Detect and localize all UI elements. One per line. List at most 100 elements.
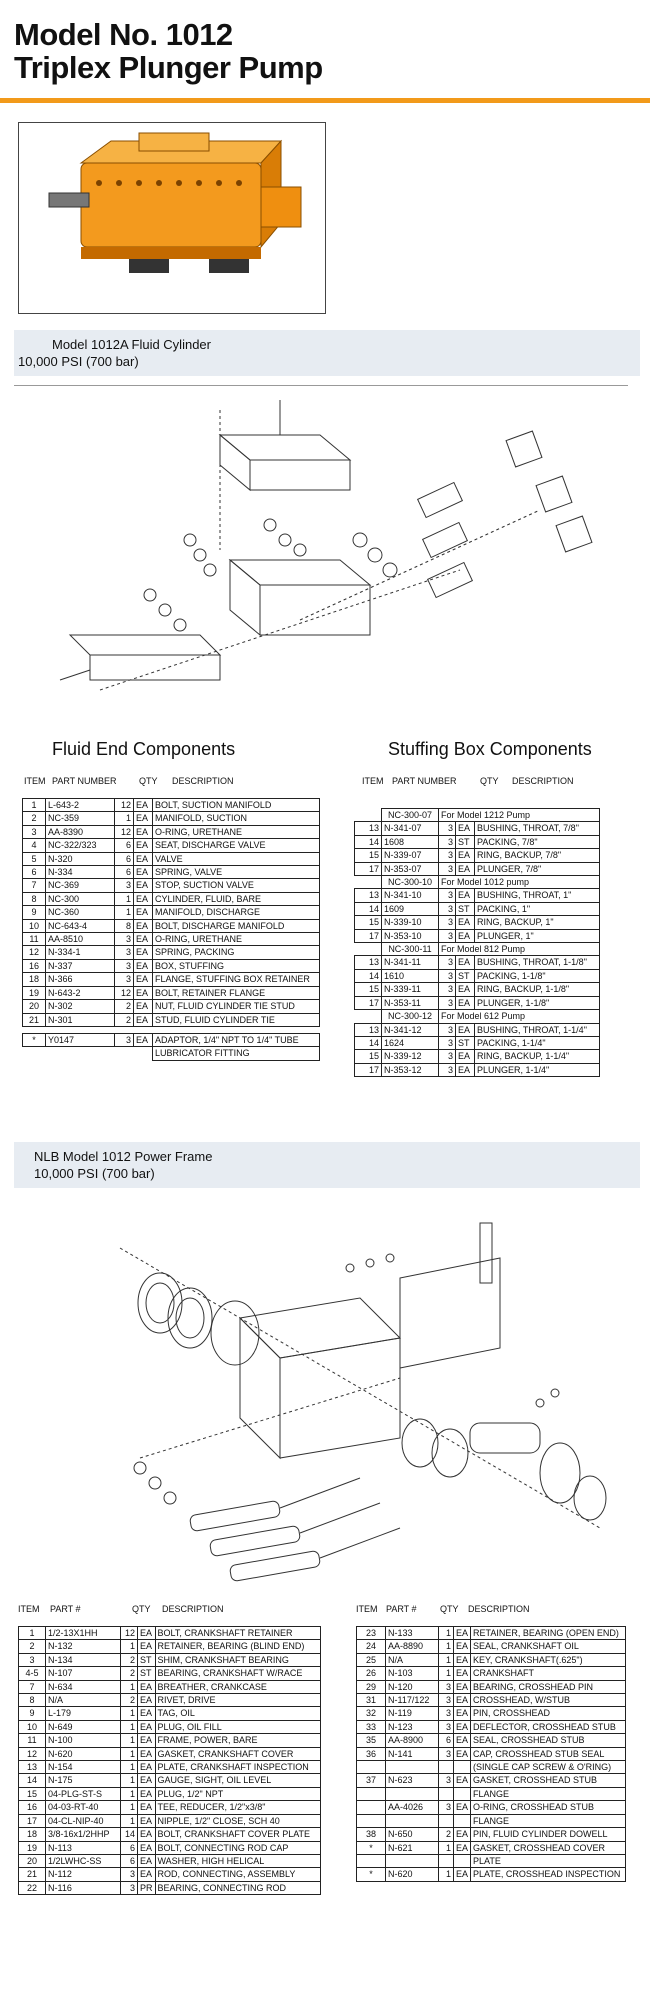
table-cell: N-341-10 <box>381 888 439 903</box>
header-part: PART # <box>386 1604 417 1614</box>
table-cell: L-179 <box>45 1706 121 1721</box>
table-cell: 21 <box>18 1867 46 1882</box>
table-cell: SPRING, PACKING <box>152 945 320 960</box>
table-cell: EA <box>455 821 475 836</box>
table-cell: 3 <box>438 848 456 863</box>
table-cell: PR <box>137 1880 156 1896</box>
table-cell: 35 <box>356 1733 386 1748</box>
table-cell: 13 <box>354 821 382 836</box>
table-cell: 13 <box>354 955 382 970</box>
table-cell: N-634 <box>45 1679 121 1695</box>
table-cell: DEFLECTOR, CROSSHEAD STUB <box>470 1719 627 1735</box>
table-cell: N-141 <box>385 1746 439 1762</box>
table-cell: EA <box>455 861 475 877</box>
table-cell: GASKET, CROSSHEAD COVER <box>470 1840 627 1855</box>
table-cell: EA <box>455 915 475 930</box>
table-cell: PLATE <box>470 1853 627 1869</box>
table-cell: 3 <box>438 1693 454 1708</box>
table-cell: EA <box>137 1719 156 1735</box>
table-cell: N-353-11 <box>381 995 439 1011</box>
table-cell: 4-5 <box>18 1666 46 1681</box>
header-desc: DESCRIPTION <box>512 776 574 786</box>
table-cell: 8 <box>22 891 46 907</box>
table-cell: (SINGLE CAP SCREW & O'RING) <box>470 1760 627 1775</box>
table-cell: PIN, CROSSHEAD <box>470 1706 627 1721</box>
table-cell: EA <box>133 918 153 934</box>
table-cell: 19 <box>18 1840 46 1855</box>
table-cell: 3 <box>114 958 134 974</box>
table-cell: N-649 <box>45 1719 121 1735</box>
fluid-cylinder-model: Model 1012A Fluid Cylinder <box>52 337 211 352</box>
table-cell: N-112 <box>45 1867 121 1882</box>
table-cell: STOP, SUCTION VALVE <box>152 878 320 893</box>
table-cell: EA <box>452 1719 472 1735</box>
table-cell: N-132 <box>45 1639 121 1654</box>
table-cell: 13 <box>354 1022 382 1037</box>
table-cell: N-103 <box>385 1666 439 1681</box>
header-qty: QTY <box>139 776 158 786</box>
table-cell: 2 <box>18 1639 46 1654</box>
table-cell: ST <box>137 1652 156 1668</box>
table-cell: Y0147 <box>45 1032 115 1048</box>
table-cell: EA <box>452 1827 472 1842</box>
table-cell: 1 <box>438 1625 454 1641</box>
table-cell: NC-300-12 <box>381 1009 439 1024</box>
header-part: PART # <box>50 1604 81 1614</box>
table-cell: EA <box>452 1733 472 1748</box>
table-cell: MANIFOLD, DISCHARGE <box>152 905 320 920</box>
table-cell: 18 <box>18 1827 46 1842</box>
table-cell: N-621 <box>385 1840 439 1855</box>
table-cell: EA <box>455 1049 475 1064</box>
table-cell: 10 <box>18 1719 46 1735</box>
table-cell: BEARING, CONNECTING ROD <box>154 1880 321 1896</box>
table-cell: N-341-12 <box>381 1022 439 1037</box>
header-part: PART NUMBER <box>52 776 117 786</box>
header-part: PART NUMBER <box>392 776 457 786</box>
table-cell: N-119 <box>385 1706 439 1721</box>
table-cell: ST <box>455 834 475 850</box>
table-cell: N-113 <box>45 1840 121 1855</box>
table-cell: 1 <box>120 1719 138 1735</box>
table-cell: 04-PLG-ST-S <box>45 1786 121 1802</box>
pump-photo <box>18 122 326 314</box>
table-cell: NC-360 <box>45 905 115 920</box>
table-cell: 1/2-13X1HH <box>45 1625 121 1641</box>
table-cell: 3 <box>438 1773 454 1788</box>
table-cell: STUD, FLUID CYLINDER TIE <box>152 1012 320 1027</box>
table-cell: N-650 <box>385 1827 439 1842</box>
table-cell: 8 <box>18 1693 46 1708</box>
table-cell: For Model 1212 Pump <box>438 807 600 823</box>
table-cell: 3 <box>438 1679 454 1695</box>
table-cell: EA <box>455 888 475 903</box>
table-cell: N-339-10 <box>381 915 439 930</box>
table-cell: RETAINER, BEARING (OPEN END) <box>470 1625 627 1641</box>
table-cell: 3 <box>438 982 456 997</box>
table-cell: 1/2LWHC-SS <box>45 1853 121 1869</box>
table-cell: 17 <box>354 861 382 877</box>
table-cell: 22 <box>18 1880 46 1896</box>
table-cell: EA <box>133 1032 153 1048</box>
table-cell: EA <box>137 1693 156 1708</box>
table-cell: 12 <box>114 824 134 840</box>
table-cell: 20 <box>22 999 46 1014</box>
table-cell: CAP, CROSSHEAD STUB SEAL <box>470 1746 627 1762</box>
